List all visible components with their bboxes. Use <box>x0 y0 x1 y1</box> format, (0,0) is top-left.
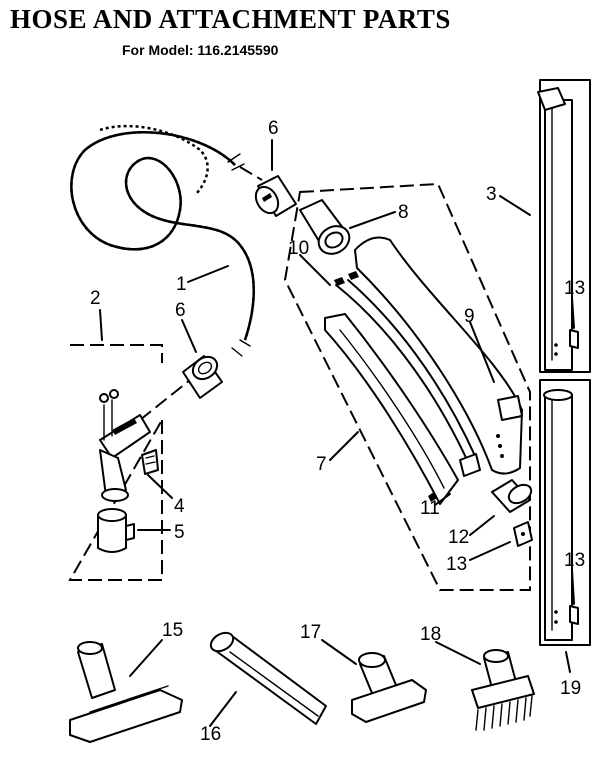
callout-4: 4 <box>174 496 185 517</box>
wiring-part-10 <box>334 271 481 477</box>
hose-part-1 <box>70 124 255 357</box>
callout-17: 17 <box>300 622 321 643</box>
crevice-tool-part-16 <box>209 631 327 725</box>
page-title: HOSE AND ATTACHMENT PARTS <box>10 4 451 34</box>
cuff-part-6-top <box>254 175 297 217</box>
callout-10: 10 <box>288 238 309 259</box>
callout-13-upper: 13 <box>564 278 585 299</box>
callout-12: 12 <box>448 527 469 548</box>
kit-outline-7 <box>283 182 531 591</box>
callout-1: 1 <box>176 274 187 295</box>
callout-6-lower: 6 <box>175 300 186 321</box>
alignment-line <box>239 166 263 181</box>
callout-2: 2 <box>90 288 101 309</box>
callout-3: 3 <box>486 184 497 205</box>
dusting-brush-part-18 <box>471 649 535 731</box>
alignment-line <box>139 379 191 421</box>
callout-13-lower: 13 <box>564 550 585 571</box>
swivel-assembly <box>99 389 151 502</box>
callout-13-mid: 13 <box>446 554 467 575</box>
callout-9: 9 <box>464 306 475 327</box>
callout-6-top: 6 <box>268 118 279 139</box>
ring-part-12 <box>491 479 533 513</box>
cuff-part-6-lower <box>182 355 223 399</box>
handle-shell-part-9 <box>354 236 523 475</box>
upholstery-tool-part-17 <box>351 652 427 723</box>
callout-19: 19 <box>560 678 581 699</box>
wand-part-19 <box>539 379 591 646</box>
clip-part-4 <box>141 449 159 475</box>
cylinder-part-5 <box>97 508 135 553</box>
model-subtitle: For Model: 116.2145590 <box>122 42 279 58</box>
leader-lines <box>99 139 575 727</box>
callout-18: 18 <box>420 624 441 645</box>
clip-part-13-mid <box>513 521 533 547</box>
callout-11: 11 <box>420 498 440 519</box>
callout-15: 15 <box>162 620 183 641</box>
floor-tool-part-15 <box>69 641 183 743</box>
wand-part-3 <box>537 79 591 373</box>
lower-shell-part-11 <box>324 313 459 505</box>
callout-7: 7 <box>316 454 327 475</box>
callout-5: 5 <box>174 522 185 543</box>
callout-8: 8 <box>398 202 409 223</box>
coupling-part-8 <box>299 199 351 255</box>
callout-16: 16 <box>200 724 221 745</box>
